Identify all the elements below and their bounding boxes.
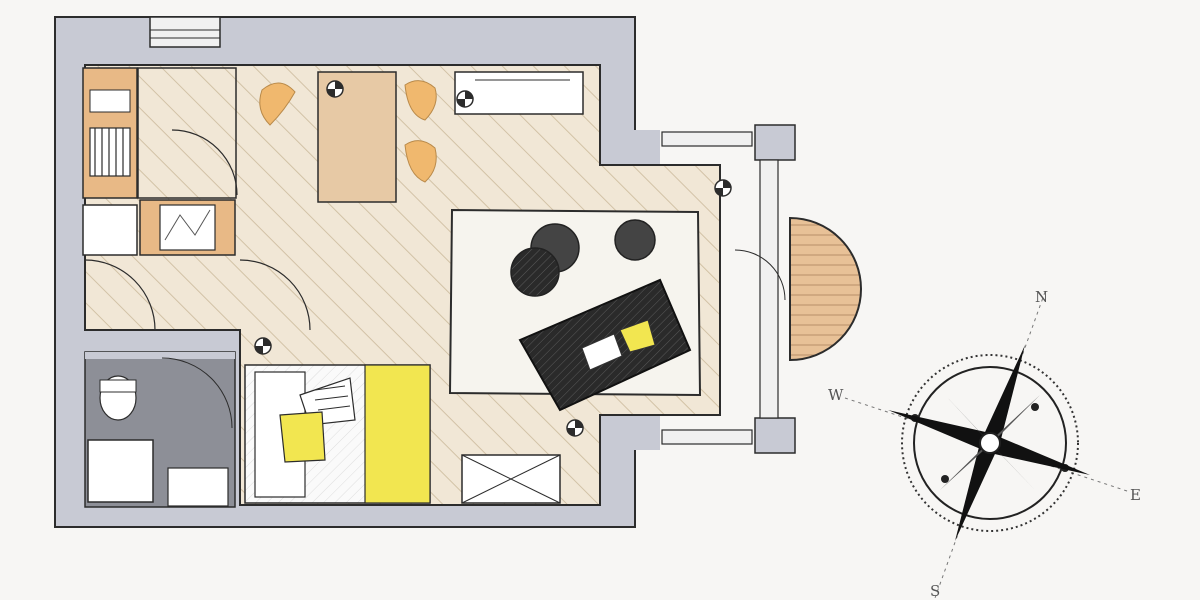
window-icon: [661, 429, 753, 445]
chair-icon: [259, 82, 296, 126]
kitchenette: [82, 67, 238, 256]
light-fixture-icon: [254, 337, 272, 355]
light-fixtures: [254, 80, 732, 437]
door-swing-icon: [239, 259, 311, 331]
pillow-icon: [279, 411, 326, 463]
window-icon: [759, 159, 779, 419]
stool-icon: [510, 247, 560, 297]
bathroom: [84, 351, 236, 508]
light-fixture-icon: [456, 90, 474, 108]
compass-south-label: S: [930, 582, 940, 600]
bed: [244, 364, 431, 504]
door-swing-icon: [84, 259, 156, 331]
stool-icon: [614, 219, 656, 261]
door-swing-icon: [171, 129, 238, 196]
compass-east-label: E: [1130, 486, 1141, 504]
light-fixture-icon: [566, 419, 584, 437]
compass-rose: N S E W: [828, 288, 1141, 600]
sink-icon: [167, 467, 229, 507]
door-swing-icon: [734, 249, 786, 301]
shower-icon: [87, 439, 154, 503]
light-fixture-icon: [714, 179, 732, 197]
balcony: [661, 124, 862, 454]
dining-area: [259, 71, 437, 203]
chair-icon: [404, 80, 437, 121]
window-icon: [661, 131, 753, 147]
sideboard: [454, 71, 584, 115]
compass-west-label: W: [828, 386, 844, 404]
sink-icon: [159, 204, 216, 251]
pillow-icon: [619, 319, 656, 353]
light-fixture-icon: [326, 80, 344, 98]
compass-north-label: N: [1035, 288, 1048, 306]
chair-icon: [404, 140, 437, 183]
window-icon: [149, 16, 221, 48]
living-area: [448, 208, 702, 412]
storage-box: [461, 454, 561, 504]
